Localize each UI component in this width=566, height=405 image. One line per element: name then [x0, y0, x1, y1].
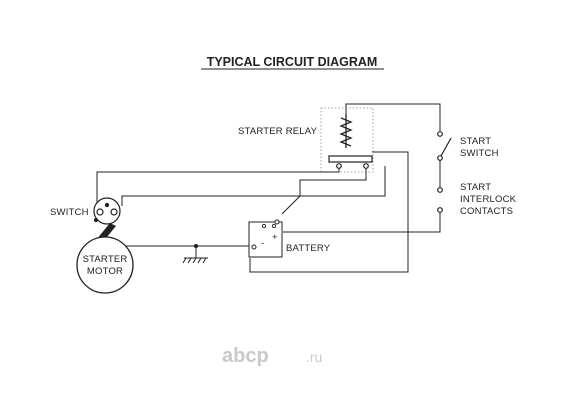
start-switch-label-line2: SWITCH — [460, 148, 499, 159]
interlock-label-line2: INTERLOCK — [460, 194, 517, 205]
start-switch-label-line1: START — [460, 136, 491, 147]
relay-contacts — [328, 155, 373, 169]
relay-coil — [339, 114, 353, 148]
interlock-contacts-symbol — [437, 187, 443, 213]
switch-label: SWITCH — [50, 207, 89, 218]
watermark-tld: .ru — [306, 349, 322, 365]
starter-relay-enclosure — [320, 107, 374, 173]
start-switch-symbol — [437, 131, 452, 161]
battery-minus-sign: - — [261, 238, 264, 249]
ground-symbol — [182, 243, 208, 264]
diagram-title: TYPICAL CIRCUIT DIAGRAM — [207, 55, 378, 69]
starter-relay-label: STARTER RELAY — [238, 126, 318, 137]
wiring — [96, 103, 441, 273]
interlock-label-line3: CONTACTS — [460, 206, 513, 217]
solenoid-switch-symbol — [93, 197, 121, 225]
starter-motor-symbol — [76, 236, 134, 294]
starter-motor-label-line1: STARTER — [83, 254, 128, 265]
battery-label: BATTERY — [286, 243, 331, 254]
watermark: abcp .ru — [222, 345, 322, 367]
battery-symbol — [248, 219, 283, 258]
starter-motor-label-line2: MOTOR — [87, 266, 123, 277]
interlock-label-line1: START — [460, 182, 491, 193]
watermark-brand: abcp — [222, 345, 269, 367]
battery-plus-sign: + — [272, 232, 278, 243]
